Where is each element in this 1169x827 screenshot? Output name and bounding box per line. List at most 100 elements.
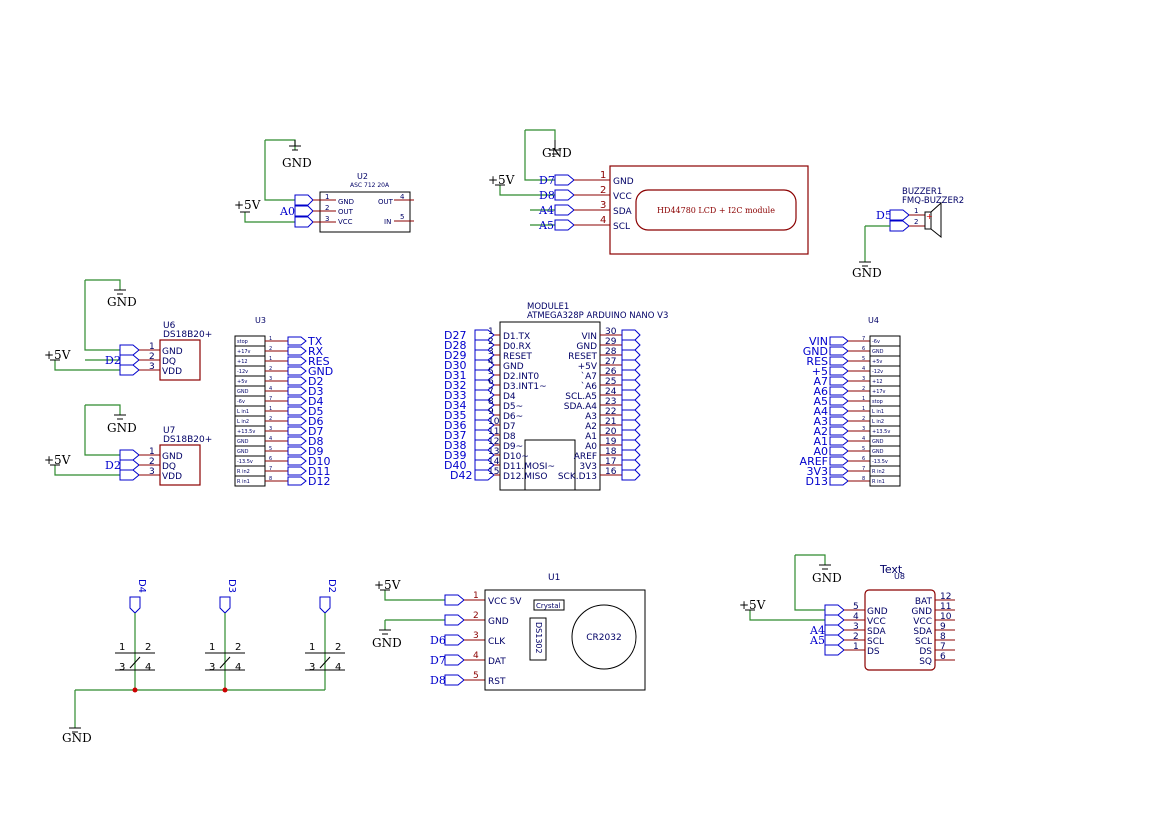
u4-pin-num: 1 [862, 406, 865, 412]
u8-lpin-scl: SCL [867, 637, 884, 647]
u4-net-label: D13 [806, 475, 828, 488]
nano-left-pin-label: D6~ [503, 412, 523, 422]
nano-left-flag [474, 369, 495, 381]
nano-left-flag [474, 359, 495, 371]
u3-net-label: TX [307, 335, 323, 348]
switch-pin-num: 1 [119, 642, 125, 653]
nano-right-flag [621, 419, 641, 431]
u6-value: DS18B20+ [163, 330, 212, 340]
u7-gnd-label: GND [107, 421, 137, 435]
nano-left-flag [474, 339, 495, 351]
u4-net-label: A1 [813, 435, 828, 448]
nano-left-num: 2 [488, 337, 494, 347]
u1-gnd-label: GND [372, 636, 402, 650]
lcd-net-d7: D7 [539, 174, 555, 187]
u4-net-flag [829, 386, 849, 396]
u4-pin-num: 8 [862, 476, 865, 482]
u6-num-1: 1 [149, 342, 155, 352]
lcd-label: HD44780 LCD + I2C module [657, 206, 775, 215]
u3-net-flag [287, 356, 307, 366]
u4-net-label: A3 [813, 415, 828, 428]
u2-rpin-out: OUT [378, 198, 394, 206]
u3-pin-num: 4 [269, 386, 272, 392]
nano-left-net: D31 [444, 369, 466, 382]
nano-right-flag [621, 409, 641, 421]
lcd-net-a4: A4 [538, 204, 554, 217]
u3-net-label: D11 [308, 465, 330, 478]
nano-left-net: D29 [444, 349, 466, 362]
nano-right-flag [621, 349, 641, 361]
u7-pin-vdd: VDD [162, 472, 182, 482]
u1-ref: U1 [548, 573, 560, 583]
nano-right-num: 17 [605, 457, 616, 467]
u3-row-label: GND [237, 389, 249, 395]
u8-rnum-11: 11 [940, 602, 951, 612]
nano-right-pin-label: A1 [585, 432, 597, 442]
u1-net-d6: D6 [430, 634, 446, 647]
nano-right-pin-label: GND [576, 342, 597, 352]
nano-right-num: 25 [605, 377, 616, 387]
u8-value: U8 [894, 572, 905, 581]
u8-rnum-10: 10 [940, 612, 952, 622]
nano-right-flag [621, 379, 641, 391]
u6-vcc-label: +5V [44, 348, 71, 362]
u4-ref: U4 [868, 316, 879, 325]
nano-left-net: D39 [444, 449, 466, 462]
u4-net-label: AREF [800, 455, 828, 468]
u4-net-label: A0 [813, 445, 828, 458]
u2-pin-num-1: 1 [325, 193, 329, 201]
u3-net-label: D5 [308, 405, 323, 418]
u4-row-label: L in2 [872, 419, 884, 425]
nano-right-num: 23 [605, 397, 616, 407]
switch-pin-num: 3 [209, 662, 215, 673]
nano-right-pin-label: SCK.D13 [558, 472, 597, 482]
u4-row-label: R in1 [872, 479, 885, 485]
u3-net-label: RES [308, 355, 330, 368]
u3-net-label: D6 [308, 415, 323, 428]
switch-net-flag [319, 596, 331, 614]
u4-pin-num: 2 [862, 386, 865, 392]
nano-left-num: 3 [488, 347, 494, 357]
nano-left-num: 6 [488, 377, 494, 387]
u2-ref: U2 [357, 172, 368, 181]
u8-lnum-5: 5 [853, 602, 859, 612]
u4-net-label: A4 [813, 405, 828, 418]
u4-net-flag [829, 346, 849, 356]
switch-contacts [115, 652, 155, 671]
nano-left-num: 1 [488, 327, 494, 337]
u4-row-label: L in1 [872, 409, 884, 415]
u3-net-label: GND [308, 365, 333, 378]
u3-net-flag [287, 436, 307, 446]
u3-net-label: D2 [308, 375, 323, 388]
u2-pin-out: OUT [338, 208, 354, 216]
u8-rpin-gnd: GND [911, 607, 932, 617]
switch-contacts [305, 652, 345, 671]
u3-row-label: L in2 [237, 419, 249, 425]
nano-right-flag [621, 399, 641, 411]
buzzer: BUZZER1 FMQ-BUZZER2 D5 GND 1 2 + [852, 187, 964, 280]
nano-left-pin-label: D10~ [503, 452, 529, 462]
u3-row-label: +12 [237, 359, 248, 365]
u3-ref: U3 [255, 316, 266, 325]
u4-pin-num: 5 [862, 356, 865, 362]
u4-row-label: GND [872, 349, 884, 355]
nano-left-flag [474, 469, 495, 481]
u6-pin-gnd: GND [162, 347, 183, 357]
switch-net-flag [219, 596, 231, 614]
nano-left-pin-label: D8 [503, 432, 516, 442]
u1-num-3: 3 [473, 631, 479, 641]
u8-lnum-1: 1 [853, 642, 859, 652]
u3-net-flag [287, 386, 307, 396]
lcd-num-1: 1 [600, 170, 606, 181]
u2-rnum-4: 4 [400, 193, 405, 201]
u6-ref: U6 [163, 321, 176, 331]
u3-row-label: +13.5v [237, 429, 255, 435]
u4-pin-num: 1 [862, 396, 865, 402]
u1-pin-rst: RST [488, 677, 506, 687]
u3-row-label: stop [237, 339, 248, 345]
switch-pin-num: 4 [145, 662, 151, 673]
nano-right-pin-label: SDA.A4 [564, 402, 598, 412]
u8-rpin-sq: SQ [919, 657, 932, 667]
switch-pin-num: 2 [145, 642, 151, 653]
u6-pin-dq: DQ [162, 357, 176, 367]
